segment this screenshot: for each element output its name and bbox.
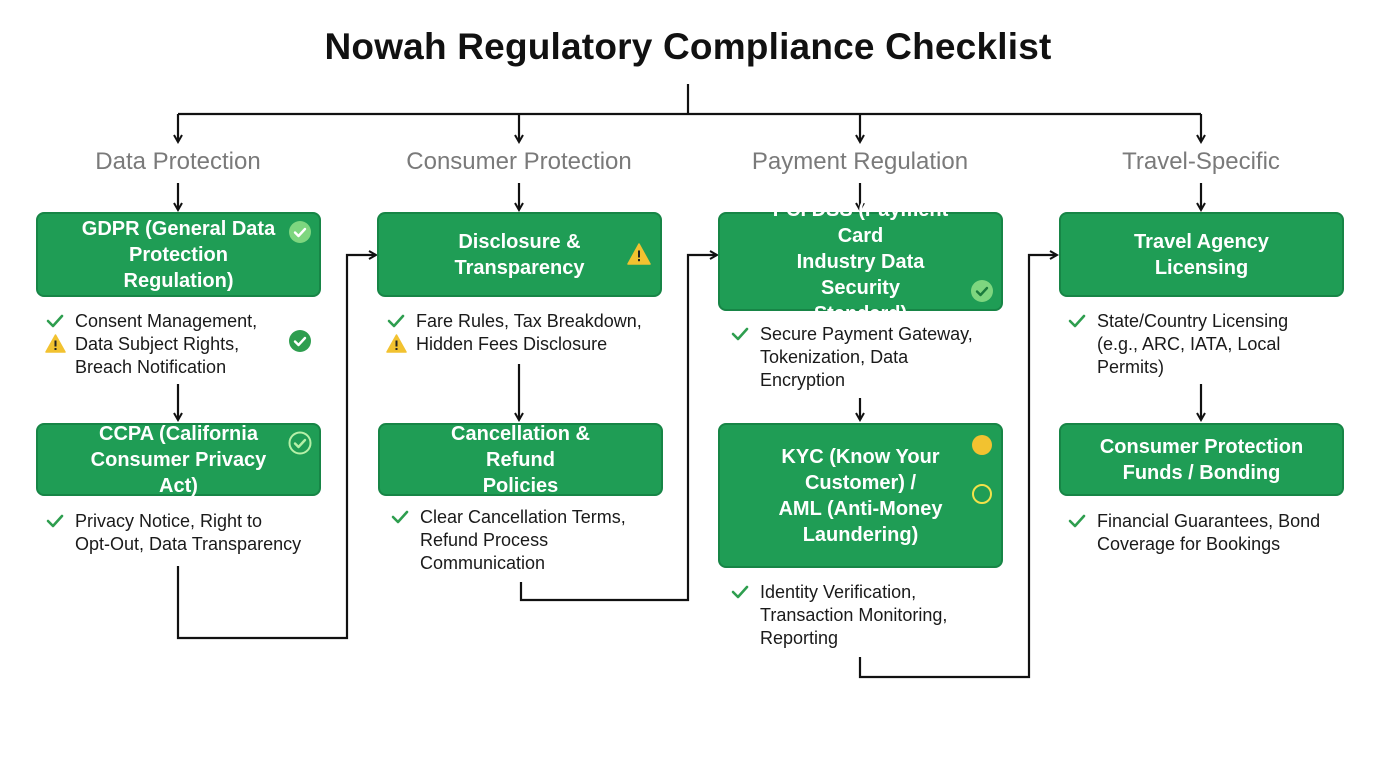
cancellation-label: Cancellation & Refund Policies bbox=[451, 422, 590, 497]
check-circle-icon bbox=[289, 221, 311, 248]
kyc-aml-box[interactable]: KYC (Know Your Customer) / AML (Anti-Mon… bbox=[718, 423, 1003, 568]
checkmark-icon bbox=[390, 506, 420, 527]
warning-icon bbox=[627, 243, 651, 270]
detail-row: Opt-Out, Data Transparency bbox=[75, 534, 302, 554]
filled-circle-icon bbox=[971, 434, 993, 461]
warning-icon bbox=[45, 333, 75, 353]
detail-row: Breach Notification bbox=[75, 357, 227, 377]
detail-row: Consent Management, bbox=[45, 310, 257, 333]
disclosure-box[interactable]: Disclosure & Transparency bbox=[377, 212, 662, 297]
checkmark-icon bbox=[1067, 310, 1097, 331]
consumer-protection-funds-box[interactable]: Consumer Protection Funds / Bonding bbox=[1059, 423, 1344, 496]
check-circle-icon bbox=[289, 330, 311, 357]
detail-row: State/Country Licensing bbox=[1067, 310, 1288, 333]
category-payment-regulation: Payment Regulation bbox=[751, 148, 969, 175]
disclosure-label: Disclosure & Transparency bbox=[454, 230, 585, 279]
checkmark-icon bbox=[386, 310, 416, 331]
link-cancellation-to-pci bbox=[519, 255, 717, 602]
detail-row: Communication bbox=[420, 553, 546, 573]
travel-agency-licensing-label: Travel Agency Licensing bbox=[1134, 230, 1269, 279]
detail-row: (e.g., ARC, IATA, Local bbox=[1097, 334, 1281, 354]
bonding-details: Financial Guarantees, Bond Coverage for … bbox=[1067, 510, 1320, 556]
category-consumer-protection: Consumer Protection bbox=[406, 148, 632, 175]
ccpa-label: CCPA (California Consumer Privacy Act) bbox=[90, 422, 267, 497]
ccpa-box[interactable]: CCPA (California Consumer Privacy Act) bbox=[36, 422, 321, 497]
checkmark-icon bbox=[1067, 510, 1097, 531]
pci-dss-details: Secure Payment Gateway, Tokenization, Da… bbox=[730, 323, 973, 392]
checkmark-icon bbox=[45, 510, 75, 531]
link-ccpa-to-disclosure bbox=[176, 255, 376, 640]
detail-row: Encryption bbox=[760, 370, 846, 390]
checkmark-icon bbox=[730, 323, 760, 344]
detail-row: Permits) bbox=[1097, 357, 1164, 377]
check-circle-icon bbox=[971, 280, 993, 307]
detail-row: Coverage for Bookings bbox=[1097, 534, 1281, 554]
warning-icon bbox=[386, 333, 416, 353]
page-title: Nowah Regulatory Compliance Checklist bbox=[324, 26, 1052, 67]
pci-dss-label: PCI DSS (Payment Card Industry Data Secu… bbox=[772, 198, 949, 325]
pci-dss-box[interactable]: PCI DSS (Payment Card Industry Data Secu… bbox=[718, 199, 1003, 325]
gdpr-label: GDPR (General Data Protection Regulation… bbox=[81, 217, 276, 292]
travel-agency-licensing-box[interactable]: Travel Agency Licensing bbox=[1059, 212, 1344, 297]
detail-row: Financial Guarantees, Bond bbox=[1067, 510, 1320, 533]
gdpr-details: Consent Management, Data Subject Rights,… bbox=[45, 310, 257, 379]
ccpa-details: Privacy Notice, Right to Opt-Out, Data T… bbox=[45, 510, 301, 556]
check-circle-outline-icon bbox=[288, 431, 312, 460]
detail-row: Transaction Monitoring, bbox=[760, 605, 948, 625]
kyc-aml-details: Identity Verification, Transaction Monit… bbox=[730, 581, 947, 650]
detail-row: Tokenization, Data bbox=[760, 347, 909, 367]
category-data-protection: Data Protection bbox=[95, 148, 261, 175]
detail-row: Identity Verification, bbox=[730, 581, 947, 604]
detail-row: Privacy Notice, Right to bbox=[45, 510, 301, 533]
detail-row: Refund Process bbox=[420, 530, 549, 550]
disclosure-details: Fare Rules, Tax Breakdown, Hidden Fees D… bbox=[386, 310, 642, 356]
licensing-details: State/Country Licensing (e.g., ARC, IATA… bbox=[1067, 310, 1288, 379]
hollow-circle-icon bbox=[971, 483, 993, 510]
link-kyc-to-licensing bbox=[858, 255, 1057, 679]
cancellation-box[interactable]: Cancellation & Refund Policies bbox=[378, 422, 663, 497]
gdpr-box[interactable]: GDPR (General Data Protection Regulation… bbox=[36, 212, 321, 297]
detail-row: Fare Rules, Tax Breakdown, bbox=[386, 310, 642, 333]
checkmark-icon bbox=[730, 581, 760, 602]
detail-row: Data Subject Rights, bbox=[45, 333, 257, 356]
checkmark-icon bbox=[45, 310, 75, 331]
kyc-aml-label: KYC (Know Your Customer) / AML (Anti-Mon… bbox=[778, 445, 943, 546]
detail-row: Secure Payment Gateway, bbox=[730, 323, 973, 346]
consumer-protection-funds-label: Consumer Protection Funds / Bonding bbox=[1099, 435, 1304, 484]
category-travel-specific: Travel-Specific bbox=[1122, 148, 1280, 175]
detail-row: Reporting bbox=[760, 628, 839, 648]
detail-row: Clear Cancellation Terms, bbox=[390, 506, 626, 529]
cancellation-details: Clear Cancellation Terms, Refund Process… bbox=[390, 506, 626, 575]
detail-row: Hidden Fees Disclosure bbox=[386, 333, 642, 356]
